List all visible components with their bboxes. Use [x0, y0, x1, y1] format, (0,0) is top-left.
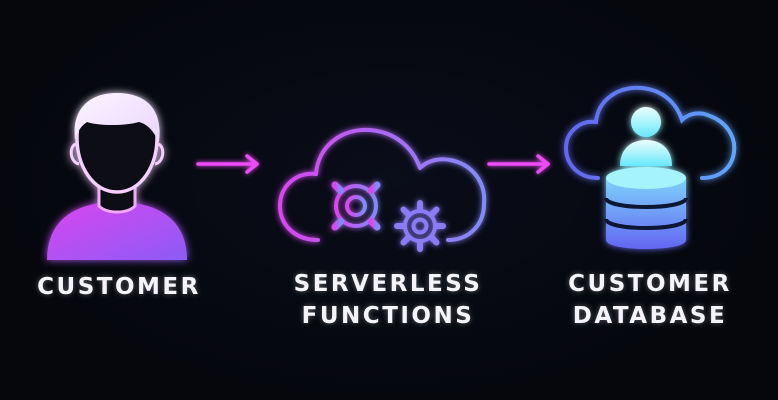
serverless-functions-label: SERVERLESS FUNCTIONS [293, 271, 483, 329]
arrow-right-icon [487, 154, 550, 174]
cloud-gears-icon [278, 127, 487, 252]
cloud-database-icon [563, 85, 737, 249]
customer-label: CUSTOMER [37, 274, 201, 300]
arrow-right-icon [196, 154, 259, 174]
customer-database-label: CUSTOMER DATABASE [568, 271, 732, 329]
person-icon [47, 92, 187, 260]
